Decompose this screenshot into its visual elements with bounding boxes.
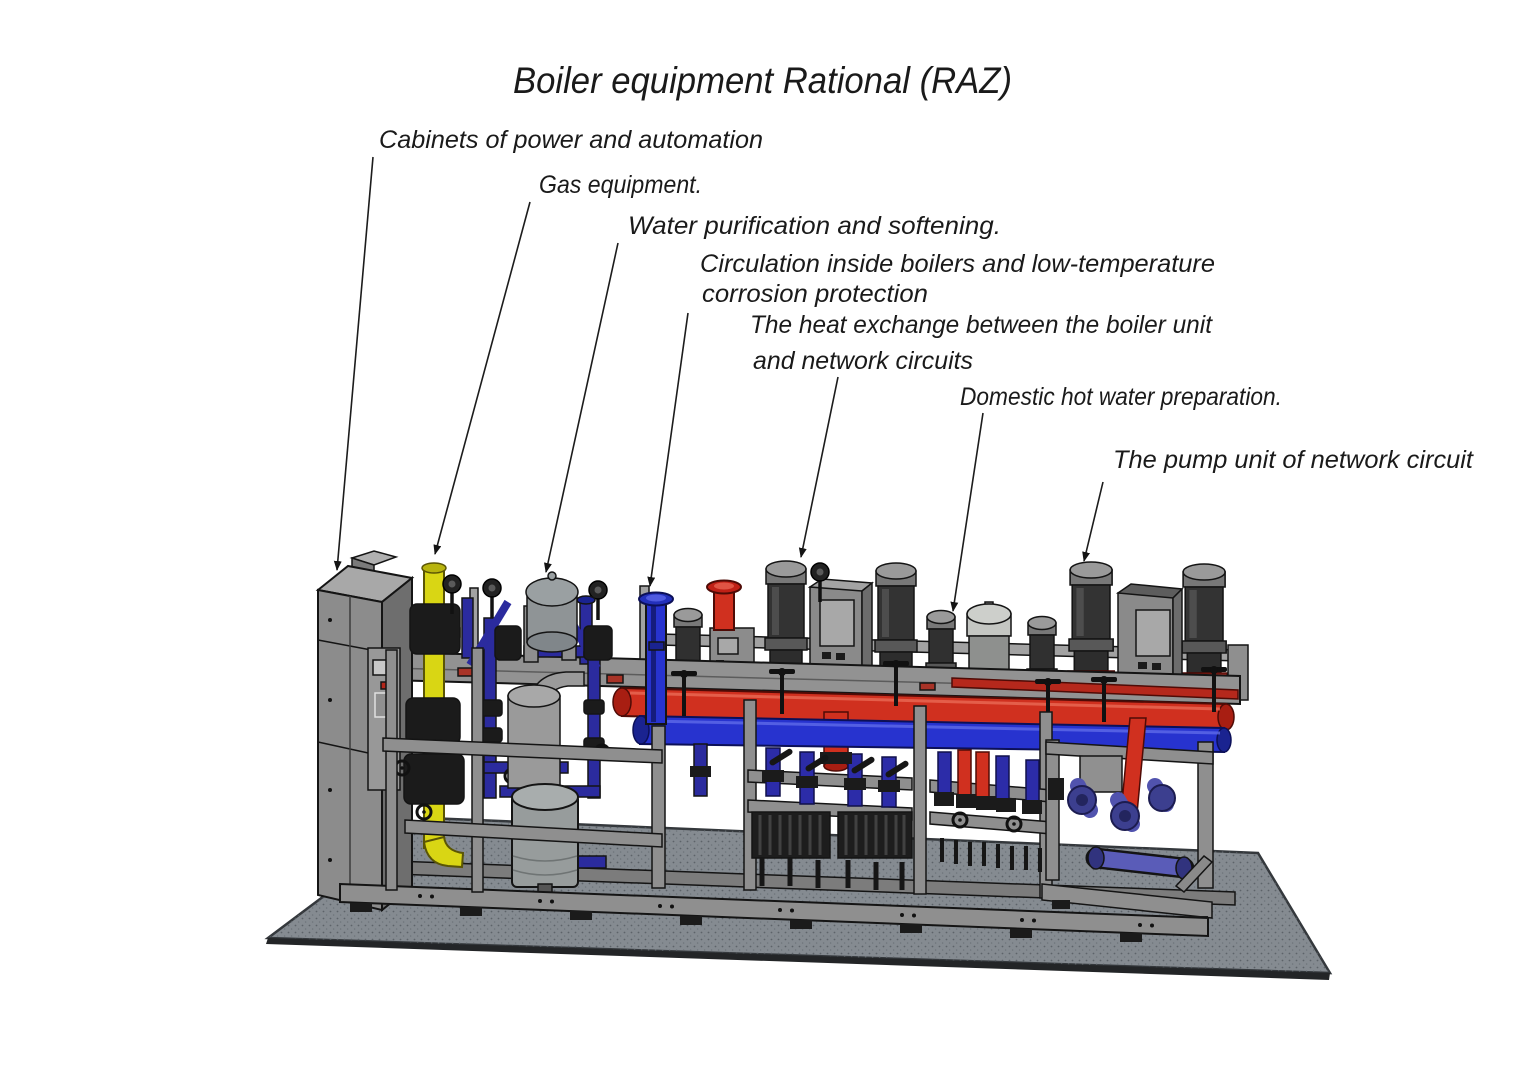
label-heat-line2: and network circuits (753, 347, 973, 375)
circulation-standpipe (638, 591, 674, 725)
gas-pipe-assembly (393, 562, 465, 869)
leader-lines (333, 156, 1104, 612)
label-pump-unit: The pump unit of network circuit (1113, 446, 1474, 474)
diagram-title: Boiler equipment Rational (RAZ) (513, 60, 1012, 101)
boiler-riser-red (706, 579, 742, 631)
leader-pump-unit (1082, 481, 1104, 562)
dhw-module (690, 743, 1042, 872)
label-dhw: Domestic hot water preparation. (960, 383, 1282, 411)
network-pump-unit (1041, 717, 1214, 925)
water-treatment-unit (461, 571, 613, 894)
leader-circulation (647, 312, 689, 587)
label-circulation-line2: corrosion protection (702, 280, 928, 308)
labels: Boiler equipment Rational (RAZ) Cabinets… (379, 60, 1474, 474)
label-heat-line1: The heat exchange between the boiler uni… (750, 311, 1213, 339)
leader-heat-exchange (798, 376, 839, 558)
heat-exchange-modules (751, 747, 913, 890)
label-gas: Gas equipment. (539, 171, 702, 199)
skid-front-beam (339, 882, 1209, 942)
leader-cabinets (333, 156, 374, 571)
label-circulation-line1: Circulation inside boilers and low-tempe… (700, 250, 1215, 278)
label-water: Water purification and softening. (628, 212, 1001, 240)
leader-gas (433, 201, 531, 555)
label-cabinets: Cabinets of power and automation (379, 126, 763, 154)
left-frame-rails (382, 647, 663, 893)
leader-water (544, 242, 619, 573)
leader-dhw (950, 412, 984, 612)
